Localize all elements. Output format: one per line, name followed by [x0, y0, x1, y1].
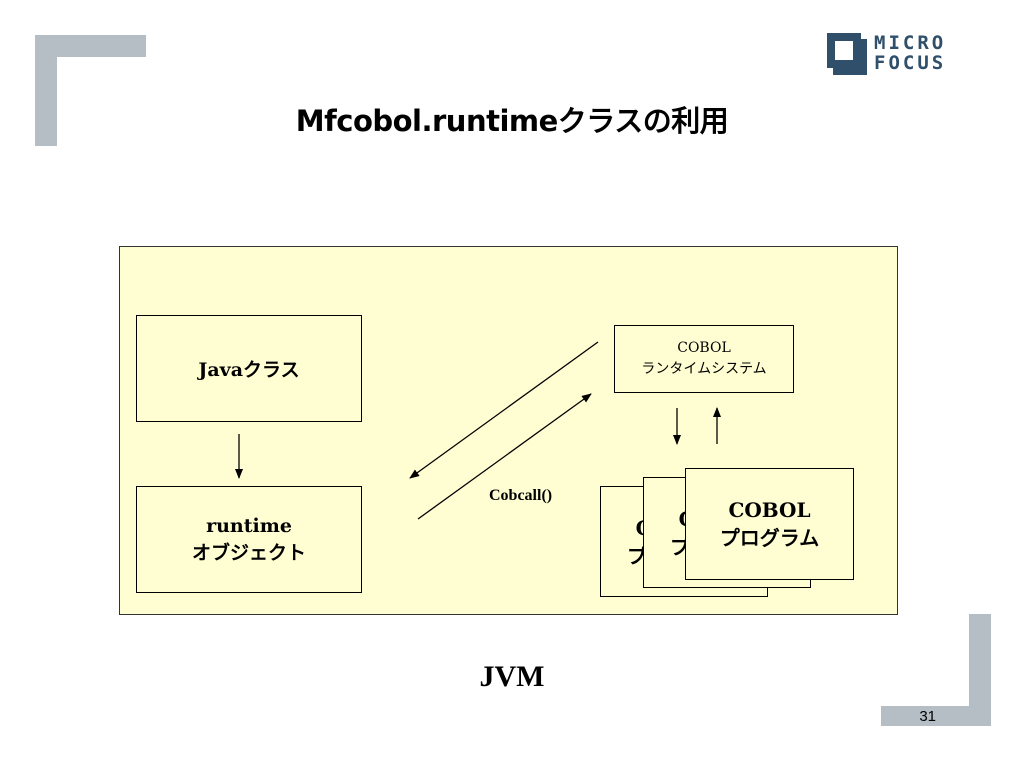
- micro-focus-logo: MICRO FOCUS: [827, 33, 997, 79]
- java-class-box: Javaクラス: [136, 315, 362, 422]
- cobol-program-box-front: COBOL プログラム: [685, 468, 854, 580]
- arrow-runtime-system-to-object: [409, 341, 599, 479]
- arrow-object-to-runtime-system: [417, 393, 592, 520]
- jvm-label: JVM: [479, 660, 545, 693]
- java-class-label: Javaクラス: [198, 359, 300, 381]
- cobol-program-front-line-1: COBOL: [728, 498, 811, 522]
- cobol-runtime-system-box: COBOL ランタイムシステム: [614, 325, 794, 393]
- slide-title: Mfcobol.runtimeクラスの利用: [295, 104, 729, 138]
- logo-square-icon: [827, 33, 867, 75]
- page-number: 31: [919, 708, 936, 725]
- cobol-runtime-label-line-2: ランタイムシステム: [641, 361, 767, 377]
- bottom-right-bracket-vertical: [969, 614, 991, 726]
- top-left-bracket-vertical: [35, 35, 57, 146]
- logo-wordmark: MICRO FOCUS: [874, 33, 946, 73]
- page-number-bar: 31: [881, 706, 991, 726]
- cobol-runtime-label-line-1: COBOL: [677, 340, 731, 356]
- cobol-program-front-line-2: プログラム: [719, 526, 820, 550]
- logo-line-1: MICRO: [874, 32, 947, 54]
- runtime-object-label-line-2: オブジェクト: [191, 541, 306, 564]
- runtime-object-label-line-1: runtime: [206, 514, 292, 537]
- cobcall-label: Cobcall(): [489, 487, 553, 504]
- runtime-object-box: runtime オブジェクト: [136, 486, 362, 593]
- top-left-bracket-horizontal: [35, 35, 146, 57]
- logo-line-2: FOCUS: [874, 52, 947, 74]
